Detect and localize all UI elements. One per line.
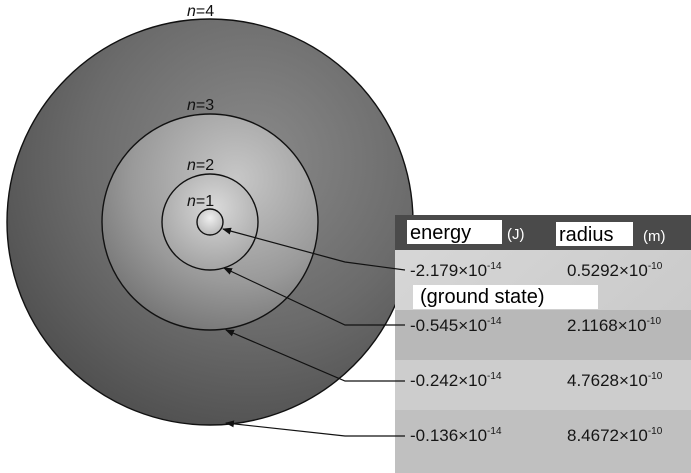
row-band-3 [395,410,691,473]
energy-unit: (J) [507,226,525,243]
orbit-label-n2: n=2 [187,157,214,174]
energy-value-2: -0.545×10-14 [410,316,502,335]
orbit-label-n3: n=3 [187,97,214,114]
energy-value-4: -0.136×10-14 [410,426,502,445]
table-row-4: -0.136×10-14 8.4672×10-10 [410,426,663,445]
energy-value-1: -2.179×10-14 [410,261,502,280]
leader-arrow-n1 [222,227,406,271]
radius-value-2: 2.1168×10-10 [567,316,661,335]
leader-arrow-n2 [223,267,405,326]
radius-header: radius [559,224,613,246]
energy-header: energy [410,222,471,244]
ground-state-box [413,285,598,309]
table-row-1: -2.179×10-14 0.5292×10-10 [410,261,663,280]
table-row-2: -0.545×10-14 2.1168×10-10 [410,316,661,335]
energy-value-3: -0.242×10-14 [410,371,502,390]
radius-unit: (m) [643,228,666,245]
row-band-1 [395,310,691,360]
radius-header-box [556,222,633,246]
orbit-n1-disc [196,208,224,236]
ground-state-label: (ground state) [420,286,545,308]
radius-value-4: 8.4672×10-10 [567,426,663,445]
orbit-label-n4: n=4 [187,3,214,20]
radius-value-1: 0.5292×10-10 [567,261,663,280]
leader-arrow-n4 [225,420,405,437]
row-band-2 [395,360,691,410]
energy-header-box [407,220,502,244]
radius-value-3: 4.7628×10-10 [567,371,663,390]
table-row-3: -0.242×10-14 4.7628×10-10 [410,371,663,390]
leader-arrow-n3 [225,329,405,382]
orbit-label-n1: n=1 [187,193,214,210]
